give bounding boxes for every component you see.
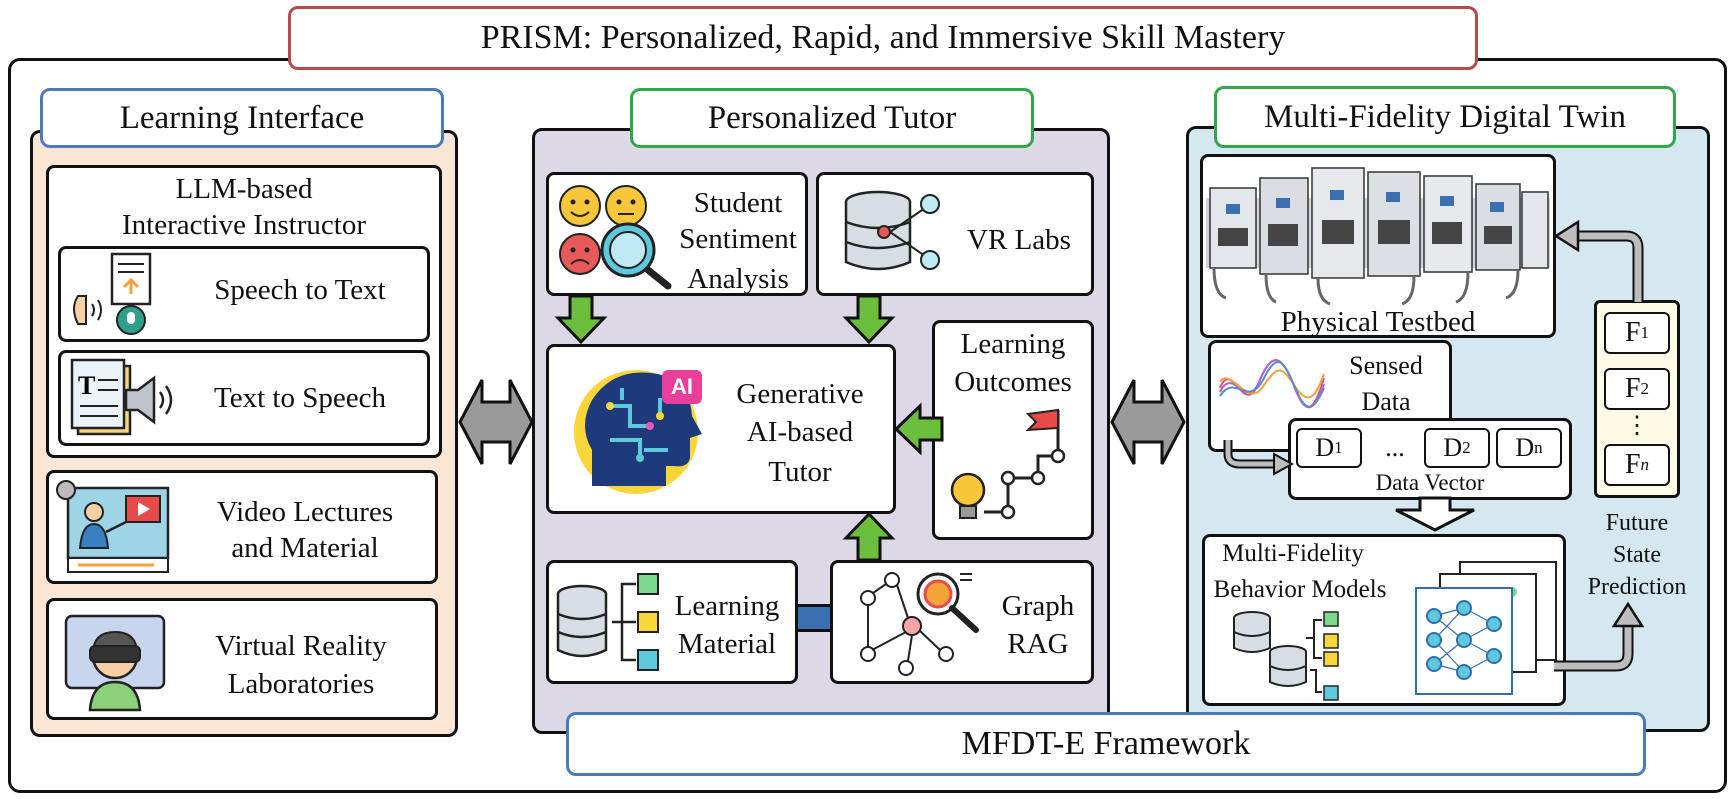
lightbulb-path-icon <box>948 400 1078 530</box>
d1-letter: D <box>1315 433 1335 462</box>
future-cell-dots: ⋮ <box>1625 412 1649 439</box>
graph-search-icon <box>856 568 986 678</box>
material-graph-connector <box>798 604 832 632</box>
vr-labs-label: VR Labs <box>967 223 1071 256</box>
sentiment-line2: Sentiment <box>679 222 797 255</box>
bidirectional-arrow-right <box>1110 372 1186 472</box>
future-line3: Prediction <box>1587 573 1687 600</box>
material-line1: Learning <box>674 589 780 622</box>
sensed-to-vector-arrow <box>1222 440 1295 480</box>
data-vector-label: Data Vector <box>1375 470 1485 495</box>
sentiment-line3: Analysis <box>687 262 789 295</box>
d1-subscript: 1 <box>1334 438 1343 457</box>
bidirectional-arrow-left <box>458 372 534 472</box>
speech-to-text-icon <box>68 250 168 340</box>
tutor-header: Personalized Tutor <box>630 88 1034 148</box>
dn-letter: D <box>1515 433 1535 462</box>
data-cell-dots: ... <box>1385 433 1405 462</box>
sensed-line2: Data <box>1361 387 1411 416</box>
future-line2: State <box>1613 541 1661 568</box>
digital-twin-header: Multi-Fidelity Digital Twin <box>1214 86 1676 148</box>
text-to-speech-label: Text to Speech <box>214 381 386 414</box>
dn-subscript: n <box>1534 438 1543 457</box>
ai-badge: AI <box>671 374 693 399</box>
physical-testbed-label: Physical Testbed <box>1280 305 1476 338</box>
vr-headset-person-icon <box>60 606 170 714</box>
sensed-line1: Sensed <box>1349 351 1423 380</box>
vr-laboratories-line1: Virtual Reality <box>215 629 387 662</box>
vector-to-models-arrow <box>1392 496 1478 532</box>
instructor-title-line1: LLM-based <box>175 172 313 205</box>
outcomes-line1: Learning <box>960 327 1066 360</box>
learning-interface-header: Learning Interface <box>40 88 444 148</box>
d2-letter: D <box>1443 433 1463 462</box>
database-tree-icon <box>552 570 668 676</box>
framework-footer: MFDT-E Framework <box>566 712 1646 776</box>
video-lecture-icon <box>54 478 172 578</box>
graph-line2: RAG <box>1007 627 1069 660</box>
f2-subscript: 2 <box>1640 379 1650 398</box>
outcomes-line2: Outcomes <box>954 365 1072 398</box>
generative-line1: Generative <box>736 377 864 410</box>
speech-to-text-label: Speech to Text <box>214 273 386 306</box>
generative-line3: Tutor <box>768 455 832 488</box>
testbed-machines-image <box>1206 158 1550 306</box>
page-title: PRISM: Personalized, Rapid, and Immersiv… <box>288 6 1478 70</box>
material-line2: Material <box>677 627 777 660</box>
text-to-speech-icon: T <box>68 354 178 444</box>
green-arrow-vrlabs <box>842 294 896 345</box>
sentiment-line1: Student <box>693 186 783 219</box>
green-arrow-graph <box>842 511 896 562</box>
prediction-to-testbed-arrow <box>1553 218 1654 302</box>
instructor-title-line2: Interactive Instructor <box>122 208 366 241</box>
vr-laboratories-line2: Laboratories <box>227 667 375 700</box>
generative-line2: AI-based <box>746 415 854 448</box>
database-network-icon <box>838 184 948 284</box>
green-arrow-outcomes <box>893 402 944 456</box>
behavior-line2: Behavior Models <box>1213 576 1387 603</box>
graph-line1: Graph <box>1001 589 1075 622</box>
green-arrow-sentiment <box>554 294 608 345</box>
svg-text:T: T <box>78 371 95 400</box>
f2-letter: F <box>1624 373 1641 404</box>
sentiment-faces-icon <box>556 180 672 290</box>
f1-letter: F <box>1624 317 1641 348</box>
fn-letter: F <box>1624 449 1641 480</box>
signal-wave-icon <box>1218 348 1326 420</box>
video-lectures-line2: and Material <box>231 531 379 564</box>
models-to-prediction-arrow <box>1554 601 1645 676</box>
neural-network-stack-icon <box>1410 560 1560 698</box>
d2-subscript: 2 <box>1462 438 1471 457</box>
behavior-line1: Multi-Fidelity <box>1222 540 1364 567</box>
fn-subscript: n <box>1640 455 1650 474</box>
ai-head-icon <box>570 354 720 504</box>
f1-subscript: 1 <box>1640 323 1650 342</box>
database-models-icon <box>1226 608 1346 702</box>
future-line1: Future <box>1605 509 1669 536</box>
video-lectures-line1: Video Lectures <box>216 495 394 528</box>
